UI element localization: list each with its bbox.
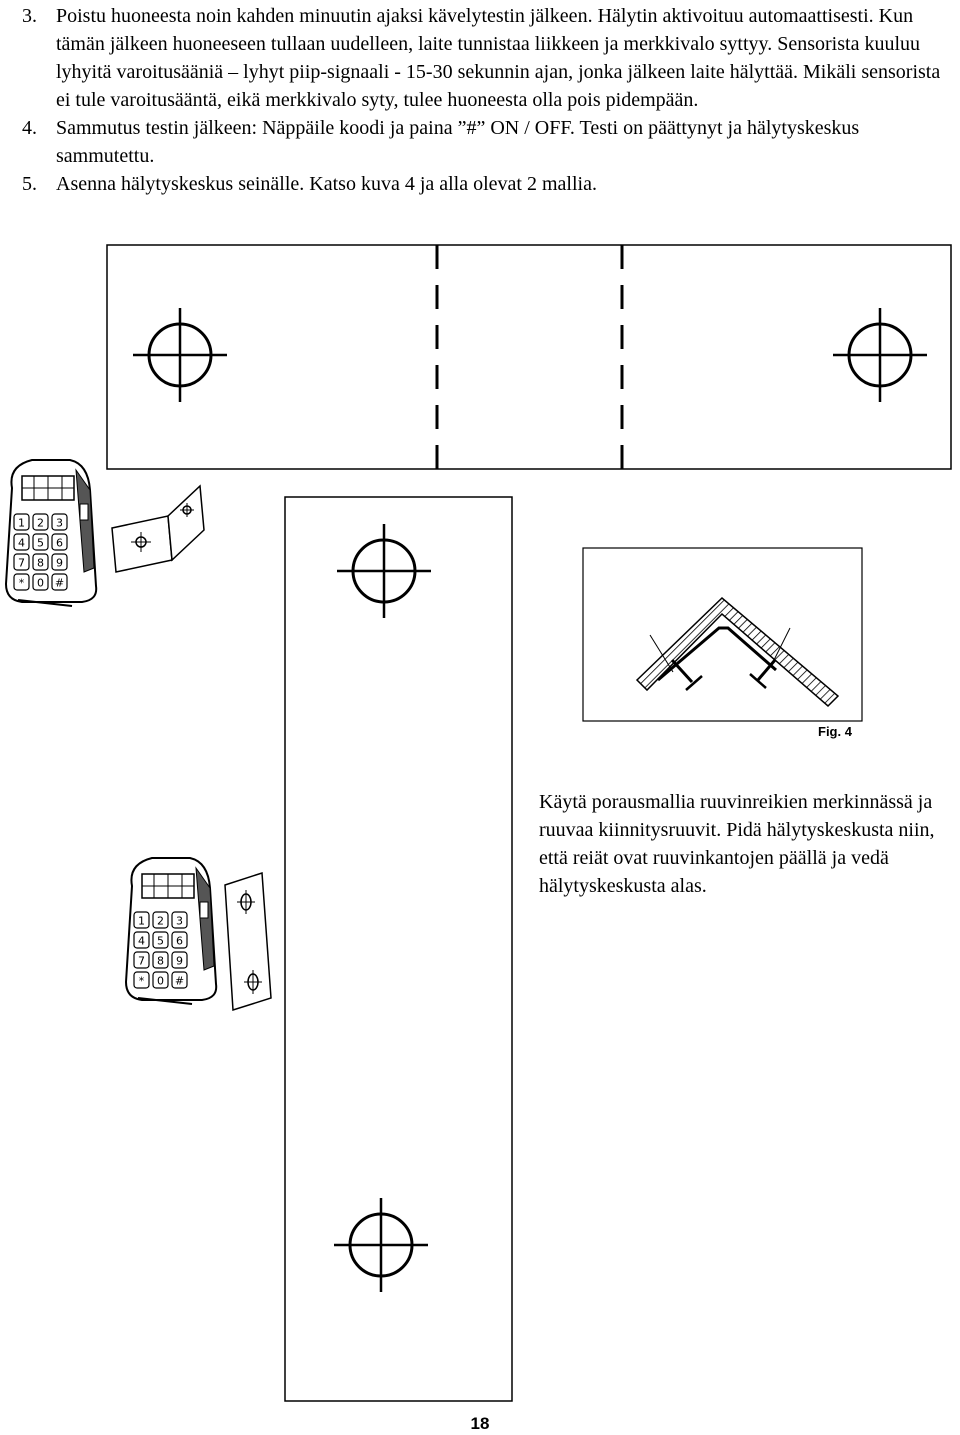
crosshair-icon	[131, 532, 151, 552]
screw-icon	[749, 659, 777, 689]
keypad-key-label: 9	[56, 557, 63, 570]
crosshair-icon	[237, 890, 255, 914]
crosshair-icon	[833, 308, 927, 402]
keypad-key	[13, 553, 30, 571]
keypad-key-label: 4	[18, 537, 25, 550]
keypad-key-label: 3	[56, 517, 63, 530]
keypad-key	[152, 931, 169, 949]
keypad-key-label: 0	[37, 577, 44, 590]
keypad-key-label: #	[55, 577, 64, 590]
keypad-key	[133, 911, 150, 929]
keypad-key	[51, 533, 68, 551]
keypad-key	[13, 533, 30, 551]
step-number: 3.	[22, 5, 37, 27]
wall-plate-illustration	[224, 871, 272, 1012]
keypad-key-label: 7	[138, 955, 145, 968]
instruction-step-5: 5. Asenna hälytyskeskus seinälle. Katso …	[22, 170, 942, 198]
keypad-key	[152, 971, 169, 989]
keypad-key-label: 5	[157, 935, 164, 948]
step-number: 4.	[22, 117, 37, 139]
step-text: Sammutus testin jälkeen: Näppäile koodi …	[56, 117, 860, 167]
keypad-key-label: 8	[37, 557, 44, 570]
screw-icon	[670, 658, 703, 691]
keypad-key-label: #	[175, 975, 184, 988]
mounting-note: Käytä porausmallia ruuvinreikien merkinn…	[539, 791, 935, 897]
corner-bracket-illustration	[111, 484, 205, 573]
keypad-key-label: 6	[56, 537, 63, 550]
page-number: 18	[470, 1414, 490, 1433]
keypad-key	[32, 513, 49, 531]
keypad-key-label: *	[139, 975, 145, 988]
keypad-key-label: 2	[157, 915, 164, 928]
keypad-key	[171, 931, 188, 949]
keypad-key-label: 6	[176, 935, 183, 948]
keypad-key	[51, 573, 68, 591]
keypad-key-label: 1	[18, 517, 25, 530]
step-text: Poistu huoneesta noin kahden minuutin aj…	[56, 5, 941, 111]
crosshair-icon	[337, 524, 431, 618]
keypad-key	[133, 971, 150, 989]
keypad-key	[32, 533, 49, 551]
keypad-key	[32, 553, 49, 571]
keypad-key	[171, 911, 188, 929]
keypad-key-label: 8	[157, 955, 164, 968]
crosshair-icon	[334, 1198, 428, 1292]
keypad-key	[171, 951, 188, 969]
keypad-key	[152, 911, 169, 929]
keypad-key	[51, 513, 68, 531]
keypad-key	[171, 971, 188, 989]
keypad-key	[13, 513, 30, 531]
keypad-key	[13, 573, 30, 591]
step-text: Asenna hälytyskeskus seinälle. Katso kuv…	[56, 173, 597, 195]
drilling-template-vertical	[284, 496, 513, 1402]
keypad-key	[133, 951, 150, 969]
keypad-key-label: 4	[138, 935, 145, 948]
crosshair-icon	[133, 308, 227, 402]
keypad-key	[32, 573, 49, 591]
crosshair-icon	[244, 970, 262, 994]
keypad-key	[133, 931, 150, 949]
keypad-key-label: 1	[138, 915, 145, 928]
fig4-corner-mount-diagram	[582, 547, 863, 722]
step-number: 5.	[22, 173, 37, 195]
instruction-step-3: 3. Poistu huoneesta noin kahden minuutin…	[22, 2, 942, 114]
drilling-template-horizontal	[106, 244, 952, 470]
keypad-key-label: 5	[37, 537, 44, 550]
keypad-key-label: 2	[37, 517, 44, 530]
keypad-key-label: 0	[157, 975, 164, 988]
keypad-key-label: 3	[176, 915, 183, 928]
figure-label: Fig. 4	[818, 724, 852, 739]
crosshair-icon	[180, 503, 194, 517]
keypad-key-label: 7	[18, 557, 25, 570]
instruction-step-4: 4. Sammutus testin jälkeen: Näppäile koo…	[22, 114, 942, 170]
keypad-key	[152, 951, 169, 969]
keypad-key-label: *	[19, 577, 25, 590]
instruction-list: 3. Poistu huoneesta noin kahden minuutin…	[22, 2, 942, 198]
keypad-key-label: 9	[176, 955, 183, 968]
keypad-key	[51, 553, 68, 571]
